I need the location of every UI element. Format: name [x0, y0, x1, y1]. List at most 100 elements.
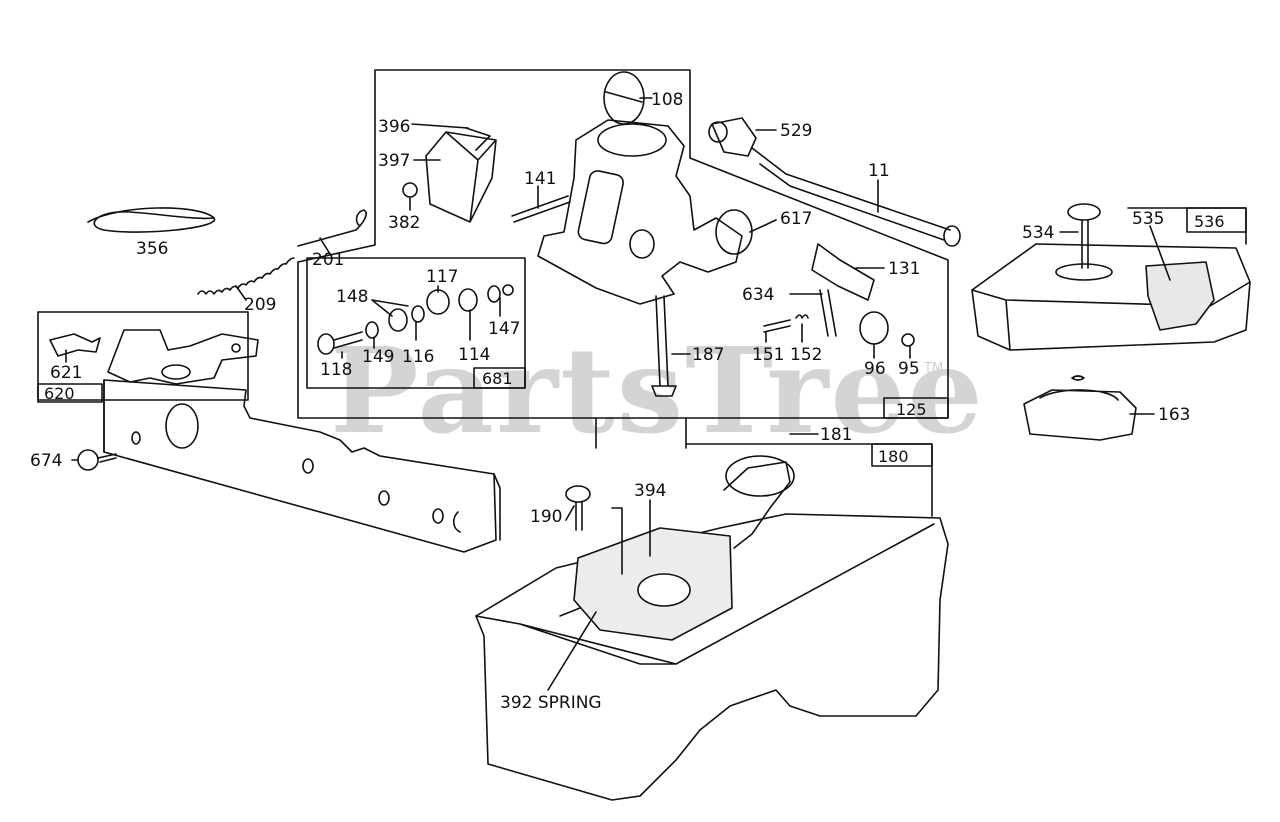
governor-bracket-rivet [231, 343, 241, 353]
control-plate-edge [103, 379, 501, 541]
label-535: 535 [1132, 209, 1164, 229]
leader-617 [749, 219, 777, 233]
box-label-681: 681 [482, 369, 513, 388]
part-529-elbow [711, 117, 757, 157]
part-534-seat [1055, 263, 1113, 281]
label-11: 11 [868, 161, 890, 181]
label-114: 114 [458, 345, 490, 365]
label-617: 617 [780, 209, 812, 229]
part-209-spring [197, 257, 295, 295]
carburetor-body [537, 119, 743, 305]
label-392-spring: 392 SPRING [500, 693, 602, 713]
label-116: 116 [402, 347, 434, 367]
label-141: 141 [524, 169, 556, 189]
label-394: 394 [634, 481, 666, 501]
part-95-screw [901, 333, 915, 347]
label-95: 95 [898, 359, 920, 379]
label-131: 131 [888, 259, 920, 279]
leader-535 [1149, 225, 1171, 281]
plate-hole-3 [378, 490, 390, 506]
part-190-screw-thread [575, 501, 583, 531]
label-163: 163 [1158, 405, 1190, 425]
part-163-seal [1023, 389, 1137, 441]
leader-148 [371, 299, 409, 317]
part-382-screw [402, 182, 418, 198]
label-117: 117 [426, 267, 458, 287]
part-147-screw [502, 284, 514, 296]
part-118-screw [317, 333, 335, 355]
part-149-ring [365, 321, 379, 339]
group-125-outline [297, 69, 949, 449]
leader-190 [565, 505, 575, 521]
governor-bracket-hole [161, 364, 191, 380]
box-125 [883, 397, 949, 419]
part-11-tube-end [943, 225, 961, 247]
part-151-screw [763, 319, 791, 333]
group-681-outline [306, 257, 526, 389]
label-181: 181 [820, 425, 852, 445]
label-96: 96 [864, 359, 886, 379]
box-label-536: 536 [1194, 212, 1225, 231]
label-201: 201 [312, 250, 344, 270]
part-201-link [297, 209, 367, 247]
label-147: 147 [488, 319, 520, 339]
leader-396 [411, 123, 469, 129]
label-621: 621 [50, 363, 82, 383]
label-148: 148 [336, 287, 368, 307]
box-536 [1186, 207, 1247, 233]
part-634-shaft [819, 289, 837, 337]
air-filter-base [971, 243, 1251, 351]
label-397: 397 [378, 151, 410, 171]
part-114-washer [458, 288, 478, 312]
label-118: 118 [320, 360, 352, 380]
label-190: 190 [530, 507, 562, 527]
part-181-neck [723, 461, 791, 549]
leader-392 [547, 611, 597, 691]
label-108: 108 [651, 90, 683, 110]
plate-hole-5 [452, 511, 461, 533]
plate-hole-1 [131, 431, 141, 445]
part-674-screw-head [77, 449, 99, 471]
box-label-125: 125 [896, 400, 927, 419]
part-529-elbow-end [708, 121, 728, 143]
part-labels: 108 396 397 382 141 529 11 617 356 201 2… [30, 90, 1190, 713]
label-152: 152 [790, 345, 822, 365]
part-141-shaft [511, 195, 571, 223]
part-118-thread [333, 331, 363, 349]
box-180 [871, 443, 933, 467]
label-187: 187 [692, 345, 724, 365]
plate-hole-large [165, 403, 199, 449]
governor-bracket [107, 329, 259, 385]
group-620-outline [37, 311, 249, 401]
part-394-pin [611, 507, 623, 575]
part-163-spring [1071, 375, 1085, 381]
part-108-shaft [605, 91, 643, 103]
part-116-washer [411, 305, 425, 323]
box-681 [473, 367, 526, 389]
part-535-element [1145, 261, 1215, 331]
label-396: 396 [378, 117, 410, 137]
part-621-clip [49, 333, 101, 357]
fuel-tank-top-edge [475, 523, 935, 665]
part-147-washer [487, 285, 501, 303]
part-394-gasket-hole [637, 573, 691, 607]
part-152-spring [795, 314, 809, 319]
label-149: 149 [362, 347, 394, 367]
carburetor-inlet [629, 229, 655, 259]
part-190-screw-head [565, 485, 591, 503]
box-620 [37, 383, 103, 403]
box-labels: 620 681 125 180 536 [44, 212, 1225, 466]
part-148-nut [388, 308, 408, 332]
part-181-cap [725, 455, 795, 497]
part-108-plate [603, 71, 645, 125]
plate-hole-4 [432, 508, 444, 524]
box-label-180: 180 [878, 447, 909, 466]
label-356: 356 [136, 239, 168, 259]
label-382: 382 [388, 213, 420, 233]
label-151: 151 [752, 345, 784, 365]
part-117-nut [426, 289, 450, 315]
part-534-stud [1081, 219, 1089, 269]
part-674-screw-thread [97, 453, 117, 463]
